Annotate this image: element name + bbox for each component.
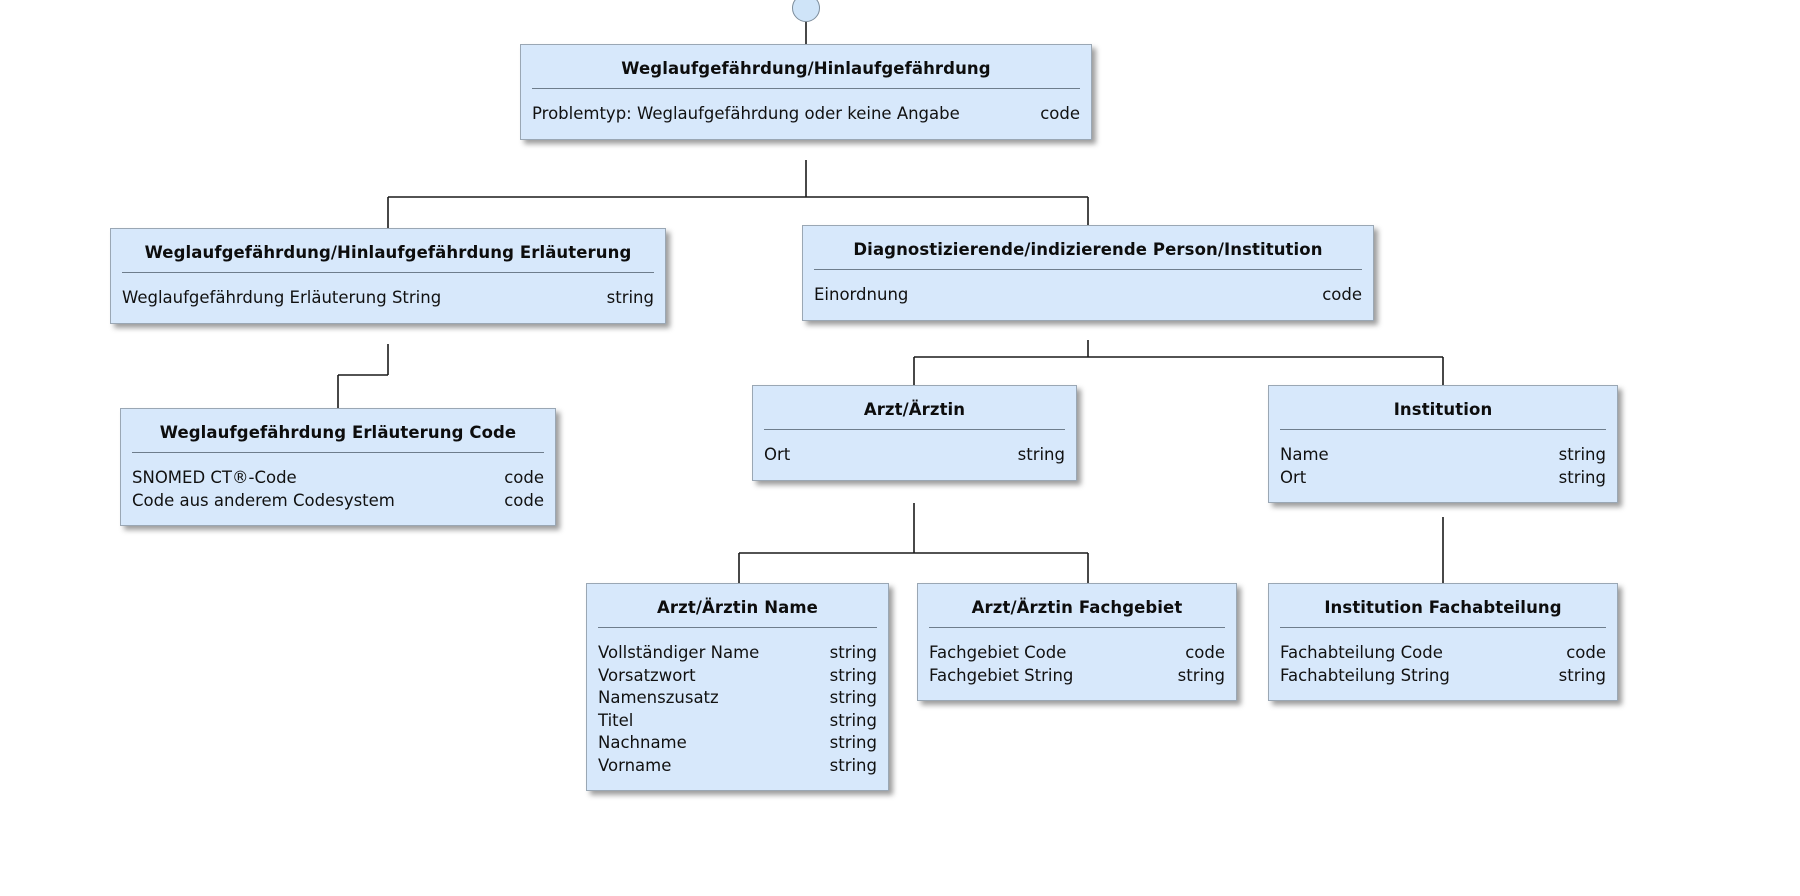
attribute-name: Code aus anderem Codesystem [132,490,395,510]
attribute-row: Nachname string [598,732,877,755]
attribute-type: string [1558,665,1606,685]
class-title: Institution Fachabteilung [1324,598,1562,617]
attribute-row: Ort string [1280,467,1606,490]
attribute-name: Name [1280,445,1329,464]
class-title: Weglaufgefährdung/Hinlaufgefährdung [621,59,991,78]
attribute-list: Einordnung code [803,270,1373,320]
attribute-name: Fachabteilung String [1280,665,1450,685]
attribute-type: string [1558,445,1606,464]
attribute-row: Vorsatzwort string [598,665,877,688]
attribute-row: Weglaufgefährdung Erläuterung String str… [122,287,654,310]
title-divider [598,627,877,628]
title-divider [814,269,1362,270]
title-divider [122,272,654,273]
attribute-type: code [1566,643,1606,662]
attribute-name: Vorname [598,755,672,775]
attribute-name: Ort [764,445,791,464]
attribute-list: Ort string [753,430,1076,480]
title-divider [532,88,1080,89]
attribute-type: string [829,733,877,752]
attribute-name: Problemtyp: Weglaufgefährdung oder keine… [532,104,960,123]
class-title: Arzt/Ärztin [863,400,966,419]
attribute-list: SNOMED CT®-Code code Code aus anderem Co… [121,453,555,525]
class-title: Arzt/Ärztin Fachgebiet [971,598,1183,617]
attribute-name: Vorsatzwort [598,665,696,685]
attribute-row: Fachabteilung Code code [1280,642,1606,665]
attribute-name: Titel [598,710,634,730]
class-box-diagnostizierende-person-institution[interactable]: Diagnostizierende/indizierende Person/In… [802,225,1374,321]
title-divider [132,452,544,453]
attribute-name: Vollständiger Name [598,643,760,662]
class-box-erlaeuterung-code[interactable]: Weglaufgefährdung Erläuterung Code SNOME… [120,408,556,526]
attribute-list: Fachabteilung Code code Fachabteilung St… [1269,628,1617,700]
attribute-name: SNOMED CT®-Code [132,468,297,487]
class-box-institution-fachabteilung[interactable]: Institution Fachabteilung Fachabteilung … [1268,583,1618,701]
attribute-type: string [829,688,877,707]
attribute-row: Problemtyp: Weglaufgefährdung oder keine… [532,103,1080,126]
attribute-row: Namenszusatz string [598,687,877,710]
attribute-row: Code aus anderem Codesystem code [132,490,544,513]
attribute-row: Ort string [764,444,1065,467]
attribute-row: SNOMED CT®-Code code [132,467,544,490]
class-box-arzt-aerztin-name[interactable]: Arzt/Ärztin Name Vollständiger Name stri… [586,583,889,791]
attribute-list: Fachgebiet Code code Fachgebiet String s… [918,628,1236,700]
class-box-weglaufgefaehrdung[interactable]: Weglaufgefährdung/Hinlaufgefährdung Prob… [520,44,1092,140]
attribute-type: string [829,665,877,685]
class-title: Weglaufgefährdung Erläuterung Code [159,423,517,442]
title-divider [929,627,1225,628]
title-divider [764,429,1065,430]
attribute-type: string [829,755,877,775]
attribute-row: Vollständiger Name string [598,642,877,665]
class-box-erlaeuterung[interactable]: Weglaufgefährdung/Hinlaufgefährdung Erlä… [110,228,666,324]
attribute-name: Namenszusatz [598,688,719,707]
attribute-row: Titel string [598,710,877,733]
attribute-name: Fachabteilung Code [1280,643,1443,662]
root-connector-node[interactable] [792,0,820,22]
class-title: Weglaufgefährdung/Hinlaufgefährdung Erlä… [144,243,632,262]
attribute-name: Nachname [598,733,687,752]
attribute-type: code [1040,104,1080,123]
class-title: Institution [1393,400,1493,419]
attribute-type: string [1177,665,1225,685]
attribute-type: code [1185,643,1225,662]
attribute-row: Fachgebiet Code code [929,642,1225,665]
attribute-row: Name string [1280,444,1606,467]
attribute-row: Einordnung code [814,284,1362,307]
attribute-name: Einordnung [814,285,909,304]
attribute-type: string [1558,467,1606,487]
attribute-list: Problemtyp: Weglaufgefährdung oder keine… [521,89,1091,139]
attribute-row: Fachgebiet String string [929,665,1225,688]
attribute-name: Fachgebiet String [929,665,1074,685]
attribute-list: Vollständiger Name string Vorsatzwort st… [587,628,888,790]
attribute-type: string [829,710,877,730]
class-box-arzt-aerztin-fachgebiet[interactable]: Arzt/Ärztin Fachgebiet Fachgebiet Code c… [917,583,1237,701]
attribute-row: Fachabteilung String string [1280,665,1606,688]
attribute-name: Ort [1280,467,1307,487]
title-divider [1280,429,1606,430]
attribute-type: code [504,490,544,510]
attribute-name: Fachgebiet Code [929,643,1067,662]
class-title: Arzt/Ärztin Name [657,598,818,617]
class-title: Diagnostizierende/indizierende Person/In… [853,240,1323,259]
title-divider [1280,627,1606,628]
attribute-type: string [829,643,877,662]
attribute-type: string [1017,445,1065,464]
attribute-list: Weglaufgefährdung Erläuterung String str… [111,273,665,323]
attribute-type: code [504,468,544,487]
attribute-name: Weglaufgefährdung Erläuterung String [122,288,442,307]
attribute-list: Name string Ort string [1269,430,1617,502]
attribute-row: Vorname string [598,755,877,778]
class-box-institution[interactable]: Institution Name string Ort string [1268,385,1618,503]
attribute-type: string [606,288,654,307]
class-box-arzt-aerztin[interactable]: Arzt/Ärztin Ort string [752,385,1077,481]
attribute-type: code [1322,285,1362,304]
